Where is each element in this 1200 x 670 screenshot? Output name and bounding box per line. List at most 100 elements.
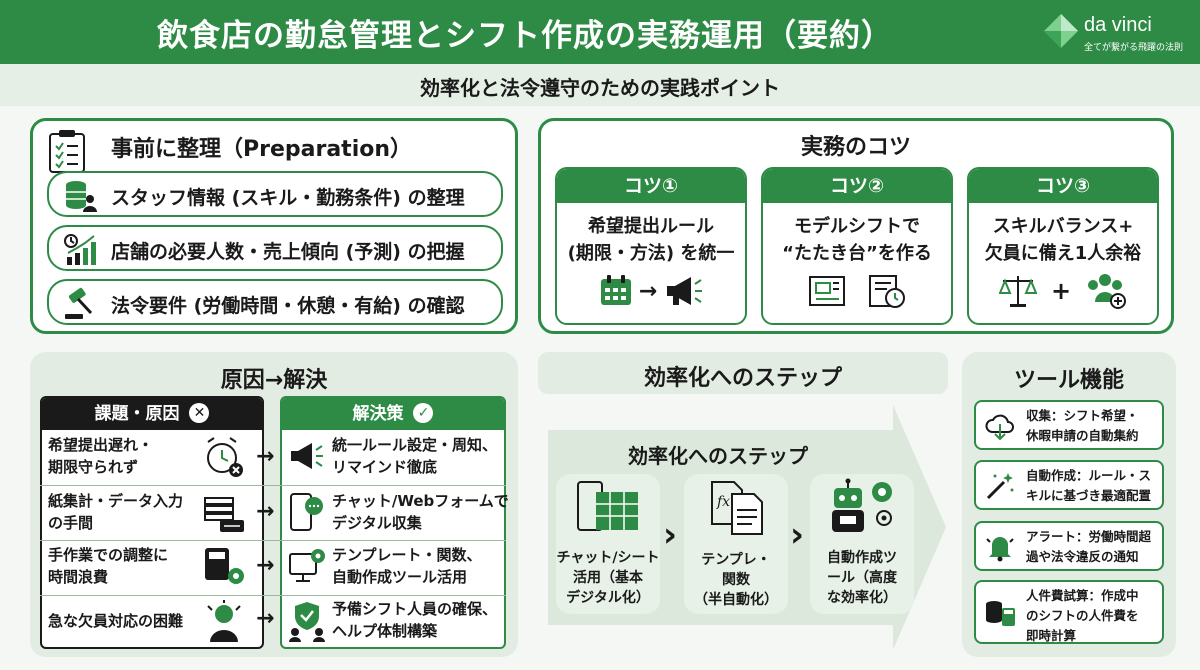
calculator-gear-icon (205, 548, 244, 584)
step-3: 自動作成ツ ール（高度 な効率化） (810, 474, 914, 614)
tips-title: 実務のコツ (800, 135, 911, 160)
row-divider (40, 595, 506, 596)
cloud-download-icon (985, 414, 1014, 441)
step-chevron: › (663, 515, 678, 555)
tool-alert-line1: アラート：労働時間超 (1026, 529, 1152, 544)
tool-collect: 収集：シフト希望・ 休暇申請の自動集約 (974, 400, 1164, 450)
tool-alert: アラート：労働時間超 過や法令違反の通知 (974, 521, 1164, 571)
robot-gear-icon (832, 478, 892, 532)
prep-item-legal-label: 法令要件 (労働時間・休憩・有給) の確認 (111, 295, 465, 317)
prep-item-forecast-label: 店舗の必要人数・売上傾向 (予測) の把握 (111, 241, 465, 263)
step-2-line3: （半自動化） (694, 592, 778, 608)
row-divider (40, 485, 506, 486)
preparation-title: 事前に整理（Preparation） (111, 137, 413, 162)
issue-row-1-line2: 期限守られず (48, 458, 139, 476)
tip-card-3: コツ③ スキルバランス+ 欠員に備え1人余裕 + (967, 167, 1159, 325)
solution-row-2-line2: デジタル収集 (332, 514, 422, 532)
paper-stack-keyboard-icon (204, 497, 244, 532)
step-1-line3: デジタル化） (566, 590, 650, 606)
issue-row-3-line2: 時間浪費 (48, 568, 109, 586)
step-3-line3: な効率化） (827, 590, 897, 606)
team-add-icon (1088, 274, 1127, 309)
issue-row-3-line1: 手作業での調整に (48, 546, 169, 564)
team-shield-icon (289, 602, 325, 642)
prep-item-forecast: 店舗の必要人数・売上傾向 (予測) の把握 (47, 225, 503, 271)
issue-row-1-line1: 希望提出遅れ・ (48, 436, 154, 454)
prep-item-legal: 法令要件 (労働時間・休憩・有給) の確認 (47, 279, 503, 325)
solution-row-4-line2: ヘルプ体制構築 (332, 622, 438, 640)
solution-row-1-line2: リマインド徹底 (332, 458, 438, 476)
steps-title: 効率化へのステップ (643, 366, 842, 391)
page-title: 飲食店の勤怠管理とシフト作成の実務運用（要約） (157, 18, 893, 54)
step-chevron: › (790, 515, 805, 555)
alarm-clock-icon (207, 437, 243, 477)
issue-row-2-line1: 紙集計・データ入力 (48, 492, 184, 510)
prep-item-staff-label: スタッフ情報 (スキル・勤務条件) の整理 (111, 187, 465, 209)
solution-row-3: テンプレート・関数、 自動作成ツール活用 (332, 544, 482, 588)
issue-row-1: 希望提出遅れ・ 期限守られず (48, 434, 153, 478)
phone-spreadsheet-icon (577, 481, 638, 531)
tool-auto-create: 自動作成：ルール・ス キルに基づき最適配置 (974, 460, 1164, 510)
tool-collect-line2: 休暇申請の自動集約 (1026, 428, 1139, 443)
forecast-chart-icon (64, 234, 96, 265)
tool-labor-cost-line3: 即時計算 (1026, 628, 1077, 643)
row-1-arrow: → (256, 444, 275, 469)
tool-auto-create-line2: キルに基づき最適配置 (1026, 488, 1152, 503)
subtitle: 効率化と法令遵守のための実践ポイント (420, 76, 780, 100)
tool-labor-cost-line2: のシフトの人件費を (1026, 608, 1139, 623)
tool-auto-create-line1: 自動作成：ルール・ス (1026, 468, 1152, 483)
steps-inner-title: 効率化へのステップ (628, 444, 808, 468)
stressed-person-icon (207, 600, 241, 642)
coins-calculator-icon (986, 601, 1015, 626)
row-4-arrow: → (256, 606, 275, 631)
preparation-panel: 事前に整理（Preparation） スタッフ情報 (スキル・勤務条件) の整理… (30, 118, 518, 334)
steps-header-panel: 効率化へのステップ (538, 352, 948, 394)
tip-card-1: コツ① 希望提出ルール (期限・方法) を統一 → (555, 167, 747, 325)
solution-header: 解決策 ✓ (282, 398, 504, 430)
tool-collect-line1: 収集：シフト希望・ (1026, 408, 1139, 423)
cause-solution-title: 原因→解決 (220, 368, 328, 393)
step-3-line2: ール（高度 (827, 570, 897, 586)
solution-row-2-line1: チャット/Webフォームで (332, 492, 509, 510)
tip-card-1-line2: (期限・方法) を統一 (567, 243, 735, 264)
tip-card-2: コツ② モデルシフトで “たたき台”を作る (761, 167, 953, 325)
tools-title: ツール機能 (1013, 368, 1124, 393)
tip-card-1-line1: 希望提出ルール (588, 216, 714, 237)
checklist-icon (49, 130, 85, 173)
step-1-line2: 活用（基本 (573, 570, 643, 586)
logo-tagline: 全てが繋がる飛躍の法則 (1084, 43, 1184, 53)
tips-panel: 実務のコツ コツ① 希望提出ルール (期限・方法) を統一 → (538, 118, 1174, 334)
solution-row-3-line1: テンプレート・関数、 (332, 546, 482, 564)
balance-scale-icon (998, 276, 1037, 307)
check-circle-icon: ✓ (413, 403, 434, 423)
row-2-arrow: → (256, 499, 275, 524)
subtitle-bar: 効率化と法令遵守のための実践ポイント (0, 64, 1200, 106)
tip-card-2-line2: “たたき台”を作る (782, 243, 932, 264)
megaphone-icon (667, 277, 703, 305)
solution-row-4-line1: 予備シフト人員の確保、 (332, 600, 498, 618)
issue-row-4: 急な欠員対応の困難 (48, 610, 183, 632)
blueprint-icon (809, 276, 845, 306)
tip-card-1-header: コツ① (557, 169, 745, 203)
logo-diamond-icon (1044, 14, 1078, 48)
tool-labor-cost-line1: 人件費試算：作成中 (1026, 588, 1139, 603)
solution-row-1-line1: 統一ルール設定・周知、 (332, 436, 498, 454)
megaphone-icon (291, 443, 323, 469)
gavel-icon (65, 287, 93, 319)
magic-wand-icon (986, 473, 1014, 500)
tool-labor-cost: 人件費試算：作成中 のシフトの人件費を 即時計算 (974, 580, 1164, 644)
solution-row-3-line2: 自動作成ツール活用 (332, 568, 468, 586)
solution-header-label: 解決策 (352, 404, 404, 424)
issue-header: 課題・原因 ✕ (42, 398, 262, 430)
step-2-line2: 関数 (722, 572, 750, 588)
svg-text:fx: fx (716, 494, 730, 510)
step-1: チャット/シート 活用（基本 デジタル化） (556, 474, 660, 614)
schedule-clock-icon (869, 275, 905, 308)
issue-row-2-line2: の手間 (48, 514, 94, 532)
issue-row-2: 紙集計・データ入力 の手間 (48, 490, 183, 534)
function-document-icon: fx (711, 481, 763, 535)
tip-card-3-header: コツ③ (969, 169, 1157, 203)
tool-alert-line2: 過や法令違反の通知 (1026, 549, 1139, 564)
cause-solution-panel: 原因→解決 課題・原因 ✕ 解決策 ✓ 希望提出遅れ・ 期限守られず → (30, 352, 518, 657)
logo: da vinci 全てが繋がる飛躍の法則 (1042, 10, 1184, 56)
